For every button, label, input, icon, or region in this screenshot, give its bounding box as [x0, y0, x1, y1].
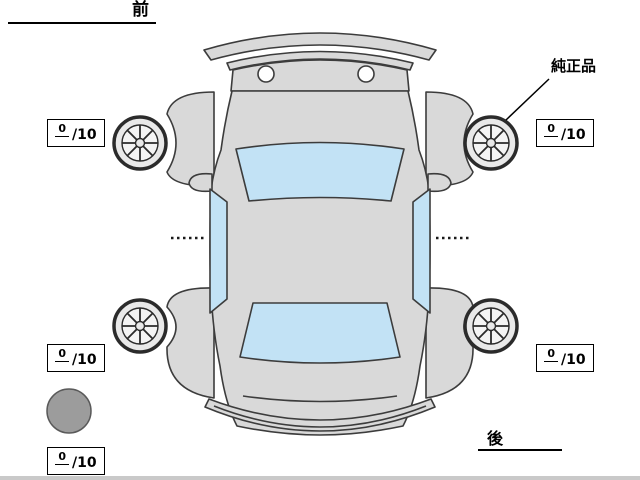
rear-window [239, 302, 401, 364]
tread-score-rear-right: 0 /10 [536, 344, 594, 372]
front-bumper [203, 32, 437, 61]
rear-bumper [204, 398, 436, 432]
genuine-part-label: 純正品 [551, 57, 597, 75]
fender-rear-right [425, 287, 474, 399]
tread-depth-value: 0 [55, 451, 70, 465]
fender-front-left [166, 91, 215, 187]
hood-detail-circle-right [357, 65, 375, 83]
tread-depth-value: 0 [55, 123, 70, 137]
bottom-window-edge [0, 476, 640, 480]
car-glass [209, 141, 431, 364]
side-glass-left [209, 188, 228, 314]
tread-score-front-right: 0 /10 [536, 119, 594, 147]
rear-bumper-trim [213, 405, 427, 428]
tread-depth-max: /10 [72, 455, 97, 471]
side-glass-right [412, 188, 431, 314]
spare-tire [46, 388, 92, 434]
tread-depth-value: 0 [544, 123, 559, 137]
wheel-front-left [112, 115, 168, 171]
tread-depth-max: /10 [561, 352, 586, 368]
genuine-part-pointer-line [505, 78, 550, 121]
side-mirror-left [188, 172, 213, 193]
front-label: 前 [8, 1, 156, 24]
wheel-front-right [463, 115, 519, 171]
hood-detail-circle-left [257, 65, 275, 83]
wheel-rear-left [112, 298, 168, 354]
tread-depth-max: /10 [72, 127, 97, 143]
tread-score-spare: 0 /10 [47, 447, 105, 475]
front-bumper-trim [226, 50, 414, 71]
tread-score-front-left: 0 /10 [47, 119, 105, 147]
side-mirror-right [427, 172, 452, 193]
tread-depth-value: 0 [544, 348, 559, 362]
tread-depth-max: /10 [72, 352, 97, 368]
tread-depth-value: 0 [55, 348, 70, 362]
fender-rear-left [166, 287, 215, 399]
rear-label: 後 [478, 429, 562, 451]
tread-depth-max: /10 [561, 127, 586, 143]
trunk-seam [242, 395, 398, 403]
tread-score-rear-left: 0 /10 [47, 344, 105, 372]
wheel-rear-right [463, 298, 519, 354]
windshield [235, 141, 405, 202]
